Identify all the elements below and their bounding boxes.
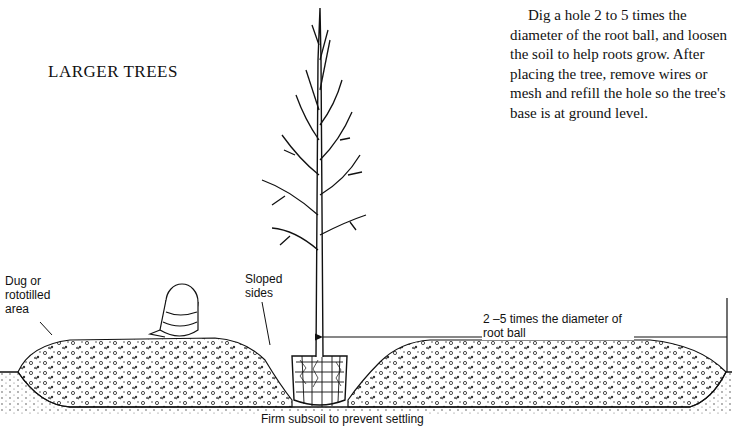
diagram-title: LARGER TREES [48,62,178,82]
area-label: Dug or rototilled area [4,274,72,316]
instruction-note: Dig a hole 2 to 5 times the diameter of … [510,6,728,123]
dimension-label: 2 –5 times the diameter of root ball [482,312,634,340]
tree-trunk [316,8,323,357]
dug-soil-left [18,338,292,407]
bucket [150,284,198,337]
slope-label: Sloped sides [244,272,296,300]
subsoil-label: Firm subsoil to prevent settling [260,412,425,426]
tree-branches [262,25,366,250]
dug-soil-right [348,340,726,407]
